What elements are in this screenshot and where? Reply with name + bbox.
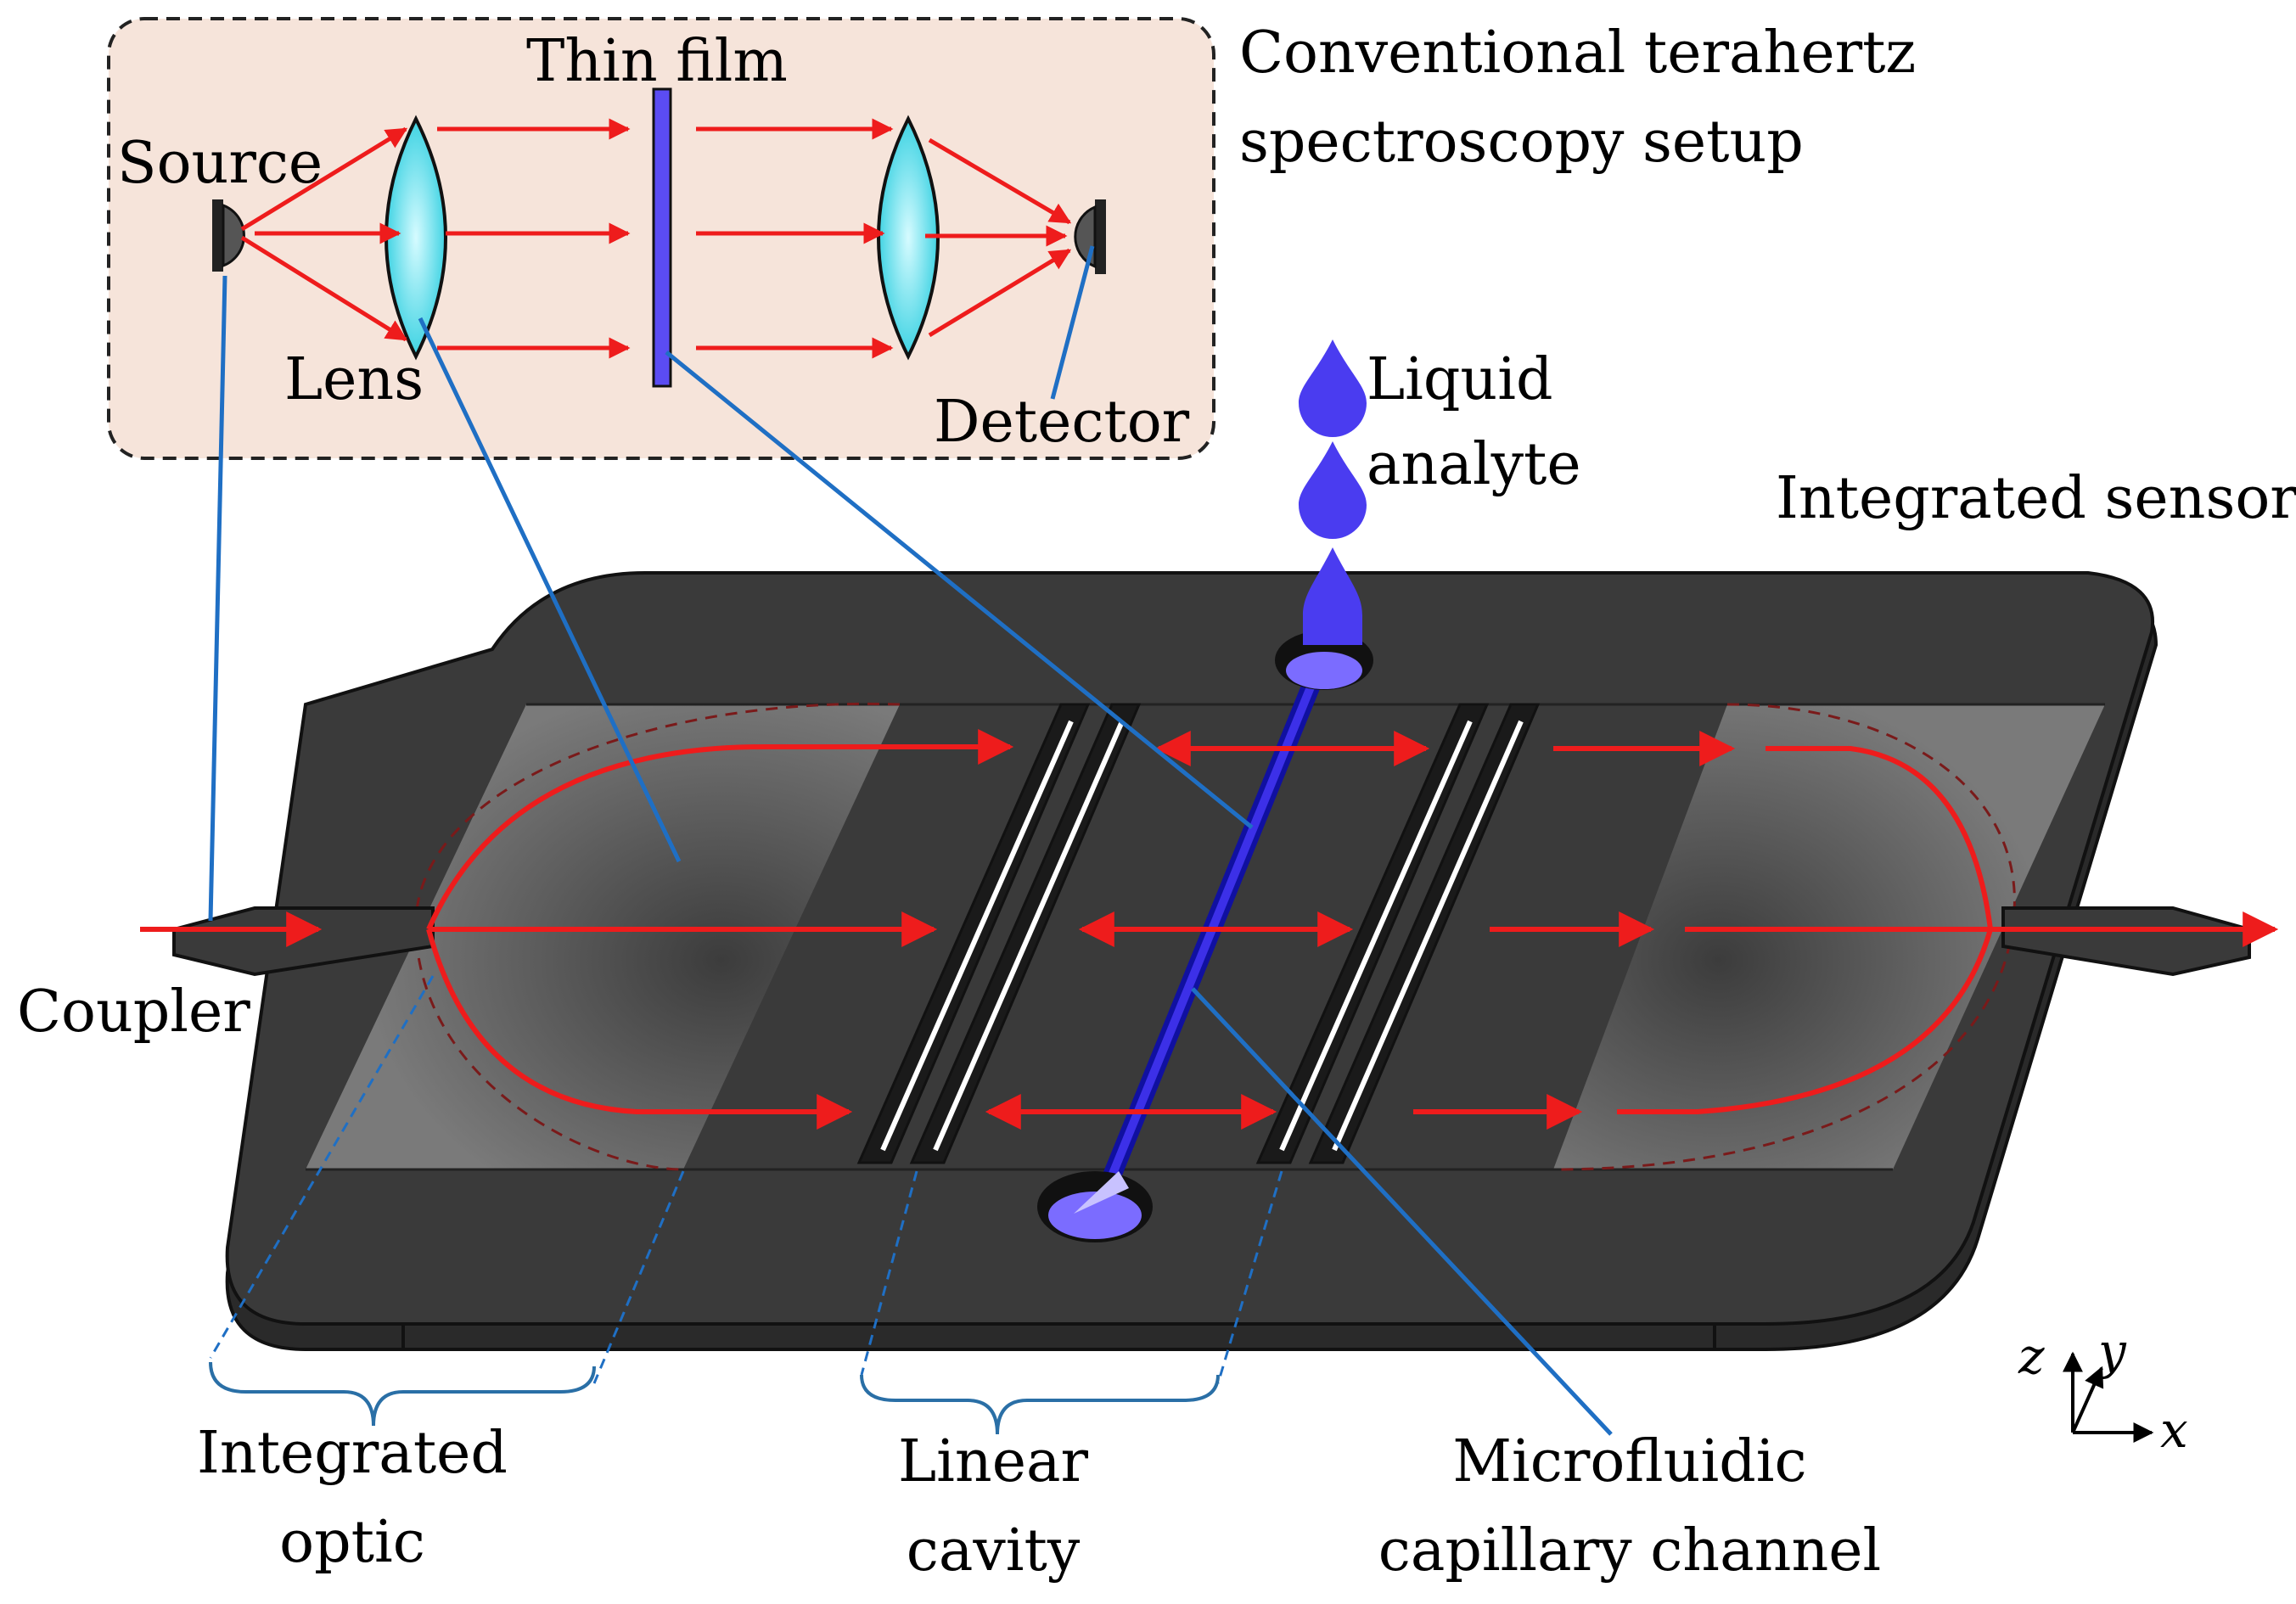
microfluidic-line2: capillary channel — [1378, 1517, 1881, 1584]
conventional-title-line1: Conventional terahertz — [1239, 20, 1916, 87]
detector-label: Detector — [934, 389, 1190, 456]
brace-leaders — [209, 975, 1283, 1384]
coordinate-axes — [2063, 1351, 2154, 1443]
source-label: Source — [117, 130, 323, 197]
integrated-optic-right — [1553, 704, 2105, 1169]
axis-y-label: y — [2096, 1322, 2127, 1380]
linear-cavity-line1: Linear — [898, 1428, 1088, 1495]
lens-right — [877, 115, 940, 361]
leader-lines — [208, 245, 1613, 1436]
chip-beams — [140, 729, 2279, 1130]
lens-label: Lens — [284, 346, 424, 413]
coupler-label: Coupler — [17, 979, 250, 1046]
cavity-mirror-left — [856, 703, 1142, 1164]
liquid-analyte-line2: analyte — [1367, 431, 1581, 498]
cavity-mirror-right — [1255, 703, 1541, 1164]
brace-linear-cavity — [860, 1374, 1220, 1435]
source-emitter — [212, 199, 245, 272]
integrated-optic-line2: optic — [279, 1509, 425, 1576]
axis-z-label: z — [2018, 1327, 2045, 1385]
linear-cavity-line2: cavity — [907, 1517, 1081, 1584]
integrated-sensor-label: Integrated sensor — [1776, 465, 2296, 532]
thin-film-sample — [652, 87, 672, 388]
axis-x-label: x — [2160, 1401, 2188, 1459]
conventional-title-line2: spectroscopy setup — [1239, 109, 1804, 176]
liquid-drops — [1299, 339, 1367, 645]
brace-integrated-optic — [209, 1361, 596, 1427]
liquid-analyte-line1: Liquid — [1367, 346, 1553, 413]
integrated-optic-line1: Integrated — [197, 1420, 508, 1487]
integrated-optic-left — [306, 704, 900, 1169]
inset-rays — [240, 118, 1072, 359]
thin-film-label: Thin film — [526, 28, 788, 95]
optic-outline-left — [414, 702, 901, 1171]
microfluidic-line1: Microfluidic — [1452, 1428, 1806, 1495]
coupler-right — [2001, 906, 2251, 977]
lens-left — [385, 115, 447, 361]
